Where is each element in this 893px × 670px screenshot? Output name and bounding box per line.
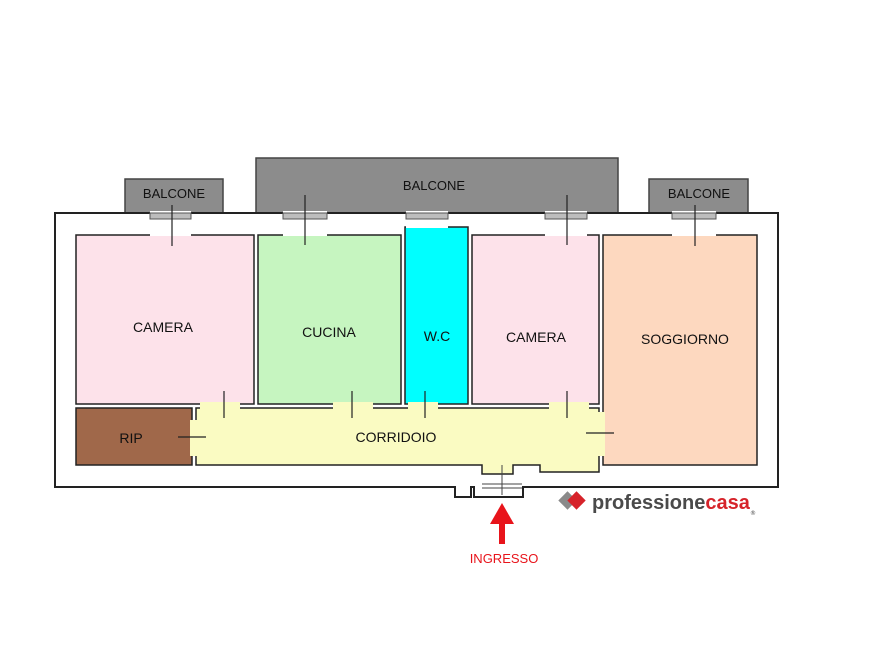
logo-registered-mark: ® (750, 510, 756, 517)
logo-mark-icon (558, 491, 586, 510)
balcony-center (255, 157, 619, 214)
label-ingresso: INGRESSO (470, 551, 539, 566)
room-camera-2 (471, 234, 600, 405)
professionecasa-logo: professionecasa ® (558, 491, 756, 517)
logo-text-professione: professione (592, 492, 705, 514)
window-camera-2 (544, 212, 588, 220)
entrance-arrow-icon (490, 503, 514, 544)
room-cucina (257, 234, 402, 405)
label-rip: RIP (119, 430, 142, 446)
window-camera-1 (149, 212, 192, 220)
room-wc (404, 226, 469, 405)
label-soggiorno: SOGGIORNO (641, 331, 729, 347)
door-markers (171, 195, 696, 438)
labels: BALCONE BALCONE BALCONE CAMERA CUCINA W.… (119, 178, 730, 566)
door-gaps (190, 402, 605, 456)
balcony-left (124, 178, 224, 214)
label-camera-1: CAMERA (133, 319, 194, 335)
logo-text-casa: casa (705, 492, 750, 514)
rooms (75, 226, 758, 475)
label-balcone-left: BALCONE (143, 186, 205, 201)
label-cucina: CUCINA (302, 324, 356, 340)
label-corridoio: CORRIDOIO (356, 429, 437, 445)
window-wc (405, 212, 449, 220)
label-camera-2: CAMERA (506, 329, 567, 345)
label-balcone-right: BALCONE (668, 186, 730, 201)
label-wc: W.C (424, 328, 450, 344)
label-balcone-center: BALCONE (403, 178, 465, 193)
logo-text: professionecasa (592, 492, 751, 514)
room-camera-1 (75, 234, 255, 405)
entrance-door (482, 465, 522, 495)
room-soggiorno (602, 234, 758, 466)
window-soggiorno (671, 212, 717, 220)
balconies (124, 157, 749, 214)
